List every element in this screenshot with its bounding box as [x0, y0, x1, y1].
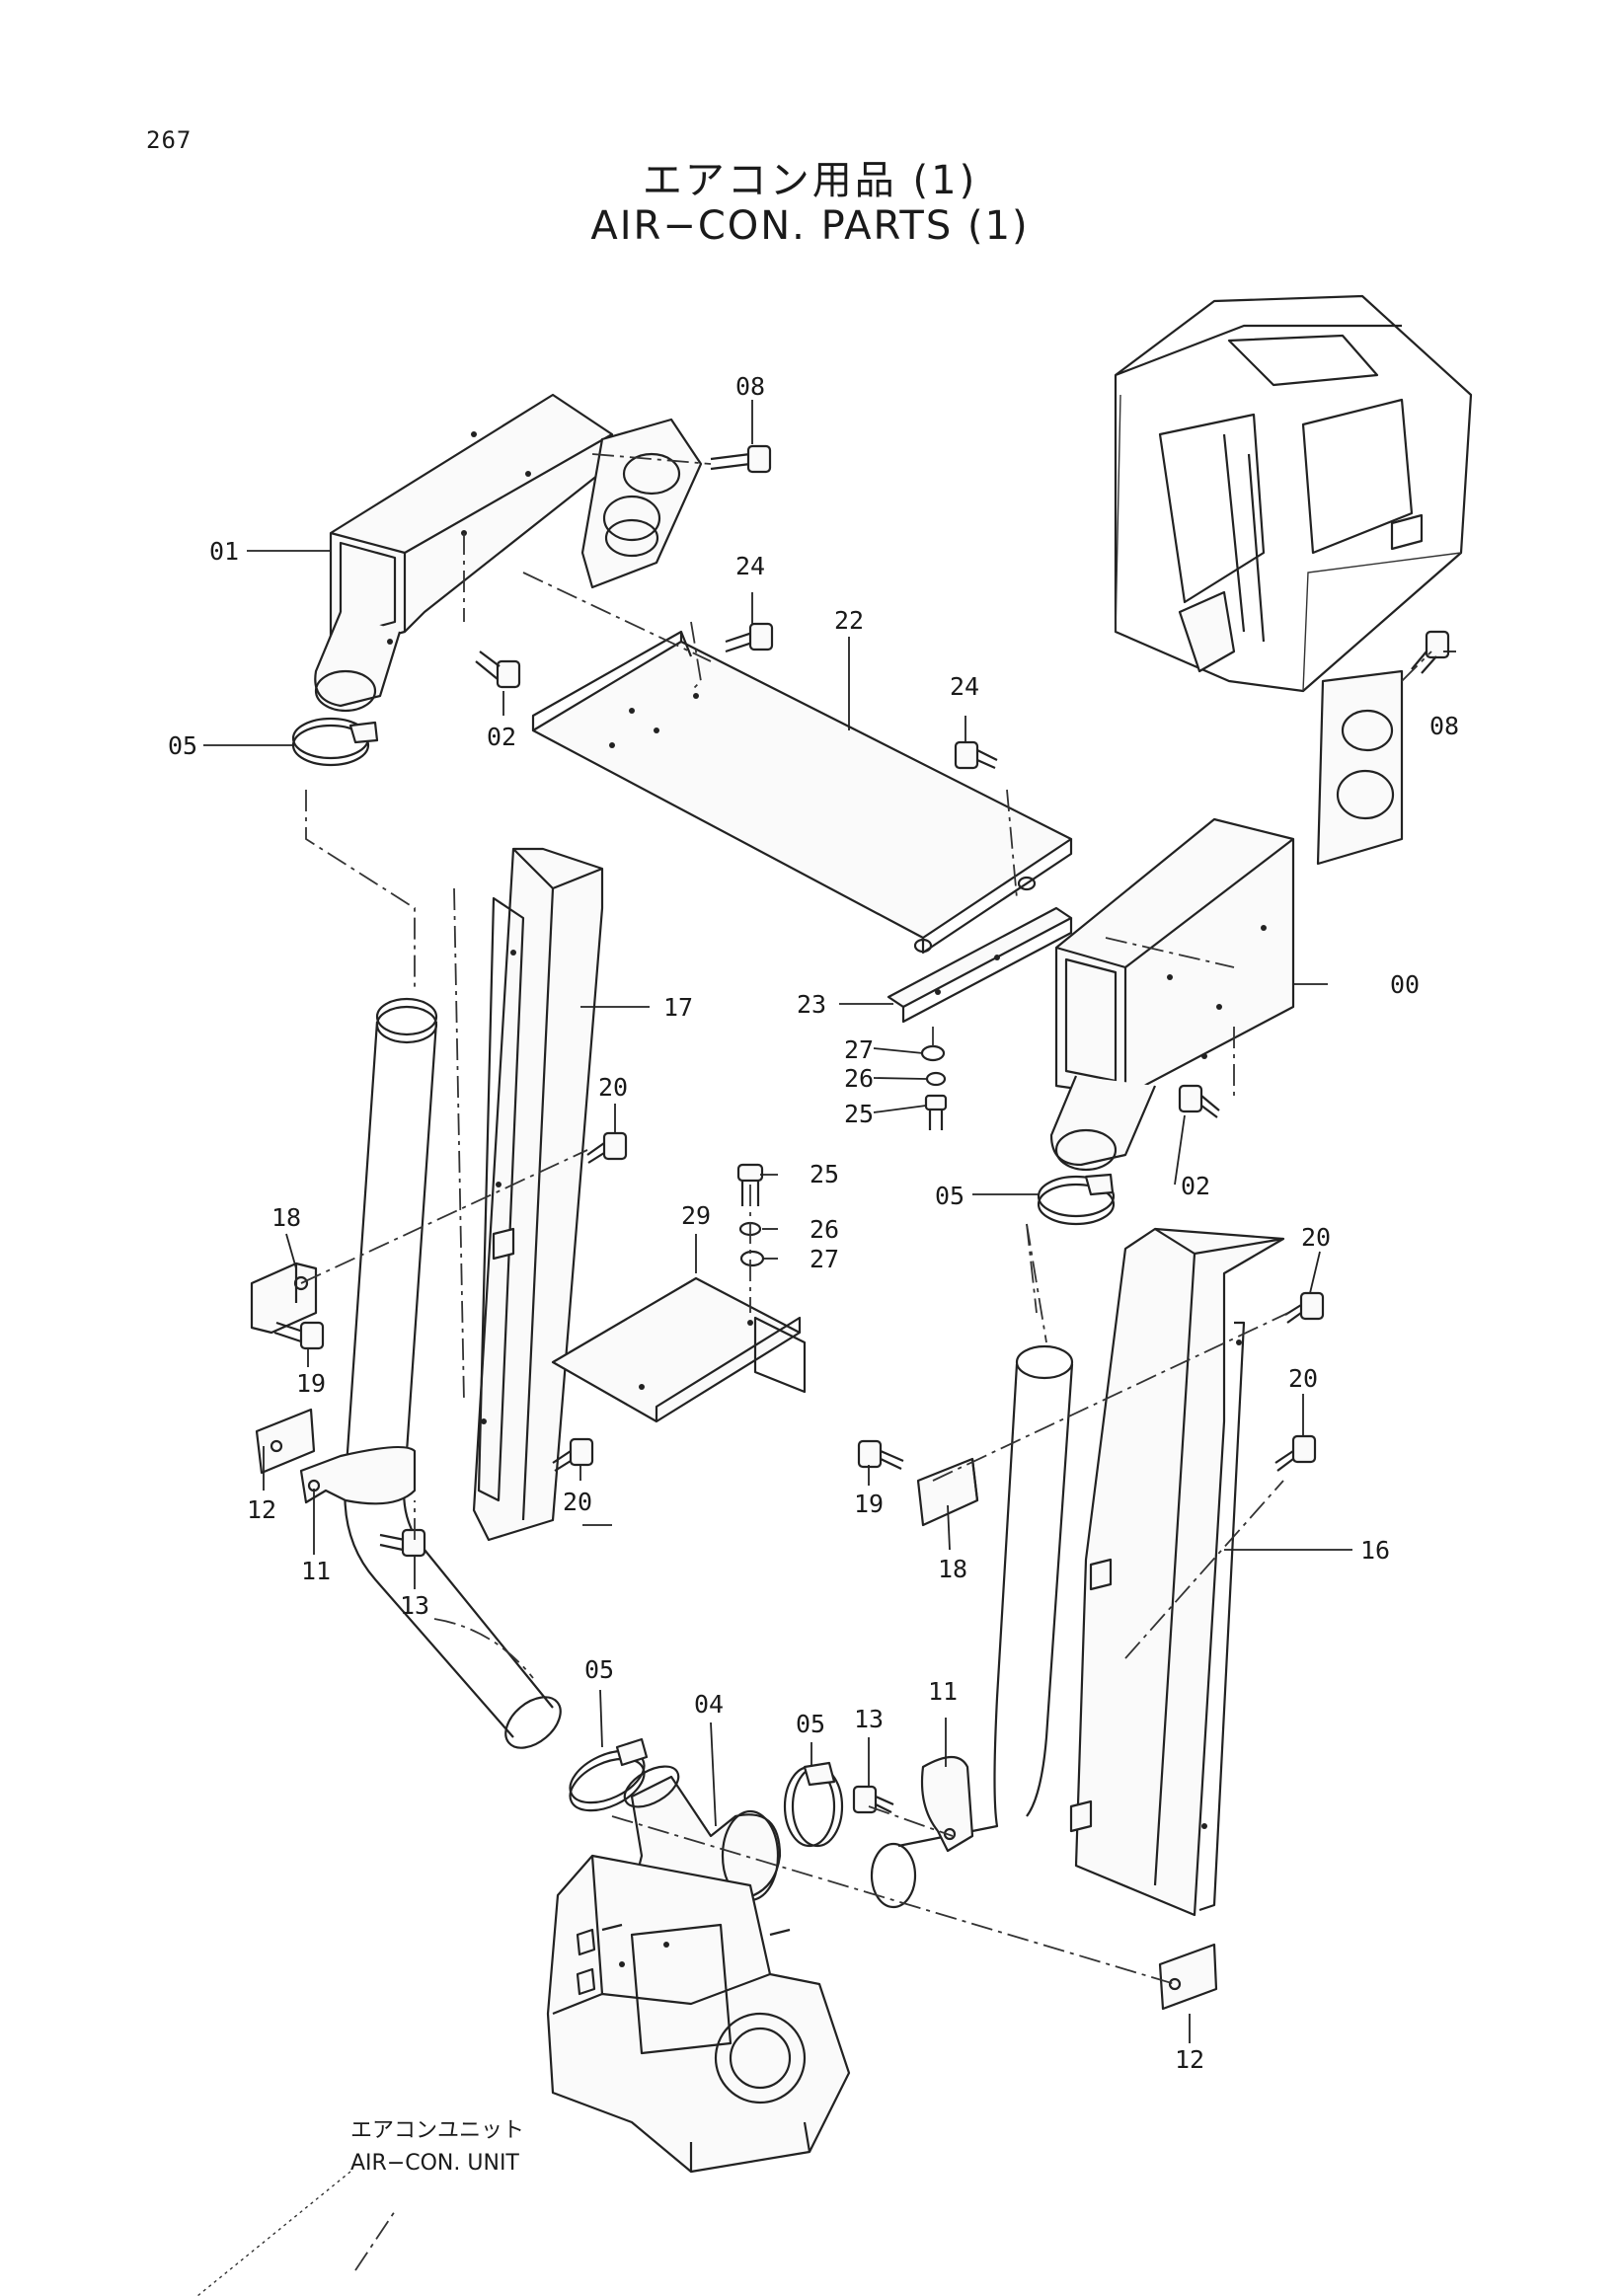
- callout-25-lower: 25: [810, 1160, 839, 1188]
- screw-02-left: [475, 651, 521, 689]
- callout-26-lower: 26: [810, 1215, 839, 1244]
- bracket-18-left: [250, 1262, 318, 1335]
- louver-08-right: [1316, 669, 1404, 866]
- unit-label-japanese: エアコンユニット: [350, 2118, 524, 2143]
- callout-labels: 01 05 08 02 24 22 24 08 00 23 27 26 25 1…: [168, 372, 1459, 2074]
- callout-08-right: 08: [1429, 712, 1459, 740]
- callout-24-right: 24: [950, 672, 979, 701]
- cab-illustration: [1114, 294, 1473, 693]
- bracket-29: [551, 1276, 807, 1423]
- screw-13-left: [379, 1528, 426, 1558]
- callout-27-upper: 27: [844, 1035, 874, 1064]
- hose-right: [870, 1344, 1074, 1909]
- bracket-12-left: [255, 1408, 316, 1475]
- louver-08-left: [580, 418, 703, 589]
- callout-18-right: 18: [938, 1555, 967, 1583]
- screw-20-left-lower: [552, 1437, 594, 1472]
- callout-00: 00: [1390, 970, 1420, 999]
- screw-24-right: [954, 740, 998, 770]
- screw-24-upper: [725, 622, 774, 653]
- bracket-18-right: [916, 1457, 979, 1527]
- screw-20-right-upper: [1284, 1291, 1325, 1324]
- screw-08-right: [1411, 630, 1450, 674]
- duct-00: [1049, 817, 1295, 1172]
- callout-02-right: 02: [1181, 1172, 1210, 1200]
- callout-20-right-upper: 20: [1301, 1223, 1331, 1252]
- callout-19-right: 19: [854, 1490, 884, 1518]
- screw-19-left: [273, 1321, 325, 1350]
- callout-29: 29: [681, 1201, 711, 1230]
- callout-19-left: 19: [296, 1369, 326, 1398]
- callout-12-left: 12: [247, 1495, 276, 1524]
- callout-20-right-lower: 20: [1288, 1364, 1318, 1393]
- bracket-12-right: [1158, 1943, 1218, 2011]
- band-11-right: [920, 1755, 974, 1853]
- callout-11-left: 11: [301, 1557, 331, 1585]
- screw-08-top: [710, 444, 772, 474]
- callout-25-upper: 25: [844, 1100, 874, 1128]
- callout-18-left: 18: [271, 1203, 301, 1232]
- duct-17: [472, 847, 604, 1542]
- callout-26-upper: 26: [844, 1064, 874, 1093]
- page-number: 267: [146, 126, 193, 154]
- callout-05-right: 05: [935, 1182, 964, 1210]
- callout-04: 04: [694, 1690, 724, 1719]
- callout-20-left-upper: 20: [598, 1073, 628, 1102]
- leader-lines: [203, 400, 1456, 2043]
- callout-24-upper: 24: [735, 552, 765, 580]
- callout-11-right: 11: [928, 1677, 958, 1706]
- callout-08-top: 08: [735, 372, 765, 401]
- callout-05-lower-left: 05: [584, 1655, 614, 1684]
- page-title-japanese: エアコン用品 (1): [642, 158, 978, 203]
- callout-01: 01: [209, 537, 239, 566]
- clamp-05-lower-center: [783, 1761, 844, 1848]
- callout-22: 22: [834, 606, 864, 635]
- clamp-05-right: [1037, 1173, 1116, 1226]
- callout-23: 23: [797, 990, 826, 1019]
- bracket-22: [531, 630, 1073, 955]
- callout-05-upper-left: 05: [168, 731, 197, 760]
- callout-17: 17: [663, 993, 693, 1022]
- screw-19-right: [857, 1439, 904, 1470]
- band-11-left: [299, 1445, 417, 1505]
- air-con-unit: [546, 1854, 851, 2174]
- callout-16: 16: [1360, 1536, 1390, 1565]
- callout-27-lower: 27: [810, 1245, 839, 1273]
- callout-13-left: 13: [400, 1591, 429, 1620]
- bracket-23: [887, 906, 1073, 1024]
- callout-05-lower-center: 05: [796, 1710, 825, 1738]
- fasteners-23: [920, 1044, 948, 1130]
- callout-13-right: 13: [854, 1705, 884, 1733]
- duct-01: [314, 393, 614, 713]
- screw-20-right-lower: [1274, 1434, 1317, 1472]
- assembly-centerlines: [300, 453, 1432, 2271]
- duct-16: [1069, 1227, 1285, 1917]
- callout-20-left-lower: 20: [563, 1488, 592, 1516]
- clamp-05-lower-left: [569, 1737, 649, 1812]
- screw-13-right: [852, 1785, 894, 1814]
- page-title-english: AIR−CON. PARTS (1): [590, 203, 1030, 249]
- callout-12-right: 12: [1175, 2045, 1204, 2074]
- unit-label-english: AIR−CON. UNIT: [350, 2151, 519, 2176]
- callout-02-left: 02: [487, 723, 516, 751]
- screw-02-right: [1178, 1084, 1220, 1118]
- clamp-05-upper-left: [291, 717, 379, 767]
- screw-20-left-upper: [586, 1131, 628, 1164]
